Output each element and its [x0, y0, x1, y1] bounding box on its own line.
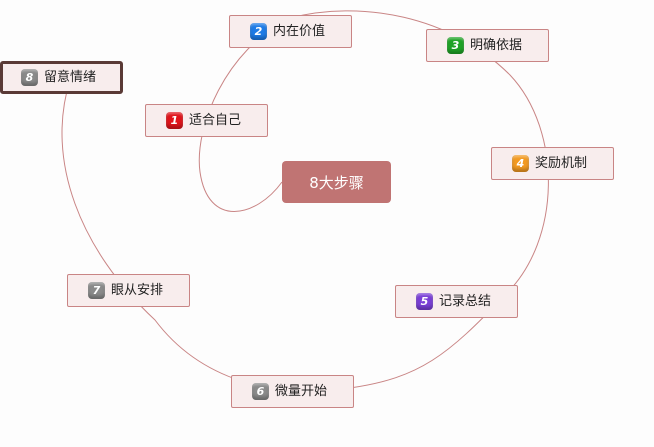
number-4-icon: 4	[512, 155, 529, 172]
node-8[interactable]: 8 留意情绪	[0, 61, 123, 94]
node-4[interactable]: 4 奖励机制	[491, 147, 614, 180]
node-6-label: 微量开始	[275, 384, 328, 399]
node-4-label: 奖励机制	[535, 156, 588, 171]
node-1[interactable]: 1 适合自己	[145, 104, 268, 137]
number-5-icon: 5	[416, 293, 433, 310]
node-5-label: 记录总结	[439, 294, 492, 309]
number-3-icon: 3	[447, 37, 464, 54]
node-2[interactable]: 2 内在价值	[229, 15, 352, 48]
number-6-icon: 6	[252, 383, 269, 400]
node-7-label: 眼从安排	[111, 283, 164, 298]
node-1-label: 适合自己	[189, 113, 242, 128]
node-3[interactable]: 3 明确依据	[426, 29, 549, 62]
node-3-label: 明确依据	[470, 38, 523, 53]
node-2-label: 内在价值	[273, 24, 326, 39]
number-8-icon: 8	[21, 69, 38, 86]
node-8-label: 留意情绪	[44, 70, 97, 85]
node-6[interactable]: 6 微量开始	[231, 375, 354, 408]
number-1-icon: 1	[166, 112, 183, 129]
number-7-icon: 7	[88, 282, 105, 299]
node-5[interactable]: 5 记录总结	[395, 285, 518, 318]
number-2-icon: 2	[250, 23, 267, 40]
node-7[interactable]: 7 眼从安排	[67, 274, 190, 307]
center-topic[interactable]: 8大步骤	[282, 161, 391, 203]
